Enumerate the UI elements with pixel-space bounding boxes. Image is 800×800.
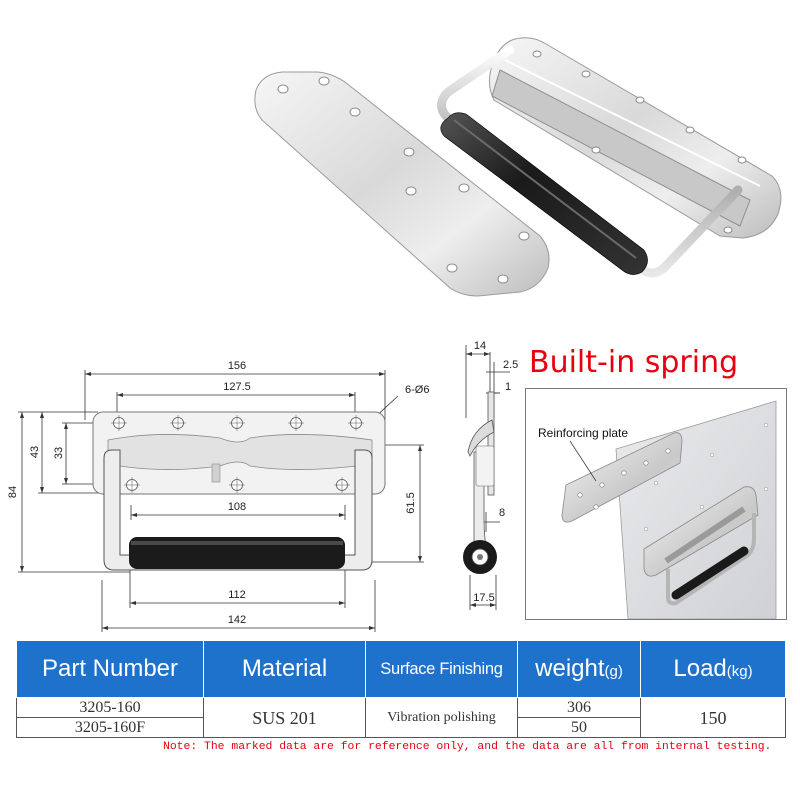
header-load-unit: (kg) (726, 663, 753, 680)
cell-part-number: 3205-160F (16, 717, 204, 738)
side-view-drawing: 14 2.5 1 8 17.5 (463, 340, 518, 610)
cell-surface-finishing: Vibration polishing (365, 697, 518, 738)
spec-table: Part Number Material Surface Finishing w… (16, 640, 786, 738)
header-material: Material (203, 640, 366, 698)
dim-left-43: 43 (29, 446, 41, 458)
reference-note: Note: The marked data are for reference … (163, 741, 772, 753)
reinforcing-plate-photo (254, 71, 550, 297)
spec-header-row: Part Number Material Surface Finishing w… (16, 640, 786, 698)
spring-inset-panel: Reinforcing plate (525, 388, 787, 620)
table-row: 3205-160 SUS 201 Vibration polishing 306… (16, 697, 786, 738)
front-view-drawing: 156 127.5 6-Ø6 84 43 33 108 61.5 112 142 (7, 360, 429, 632)
dim-left-33: 33 (53, 447, 65, 459)
header-weight: weight(g) (517, 640, 641, 698)
cell-material: SUS 201 (203, 697, 366, 738)
built-in-spring-title: Built-in spring (529, 345, 739, 380)
dim-right-61-5: 61.5 (405, 492, 417, 513)
reinforcing-plate-label: Reinforcing plate (538, 426, 629, 440)
header-load: Load(kg) (640, 640, 786, 698)
header-weight-unit: (g) (604, 663, 623, 680)
cell-weight: 306 (517, 697, 641, 718)
dim-side-8: 8 (499, 507, 505, 519)
header-part-number: Part Number (16, 640, 204, 698)
spring-handle-photo (437, 37, 782, 278)
cell-load: 150 (640, 697, 786, 738)
cell-part-number: 3205-160 (16, 697, 204, 718)
dim-hole-callout: 6-Ø6 (405, 384, 429, 396)
dim-side-17-5: 17.5 (473, 592, 494, 604)
table-row: 3205-160F 50 (16, 717, 786, 738)
spring-inset-illustration (561, 400, 777, 619)
dim-bottom-142: 142 (228, 614, 246, 626)
dim-left-outer: 84 (7, 486, 19, 498)
dim-grip-112: 112 (228, 589, 246, 601)
dim-side-1: 1 (505, 381, 511, 393)
dim-side-14: 14 (474, 340, 486, 352)
dim-side-2-5: 2.5 (503, 359, 518, 371)
cell-weight: 50 (517, 717, 641, 738)
product-photo (254, 37, 782, 297)
dim-inner-108: 108 (228, 501, 246, 513)
header-surface-finishing: Surface Finishing (365, 640, 518, 698)
dim-overall-top: 156 (228, 360, 246, 372)
dim-hole-span: 127.5 (223, 381, 251, 393)
